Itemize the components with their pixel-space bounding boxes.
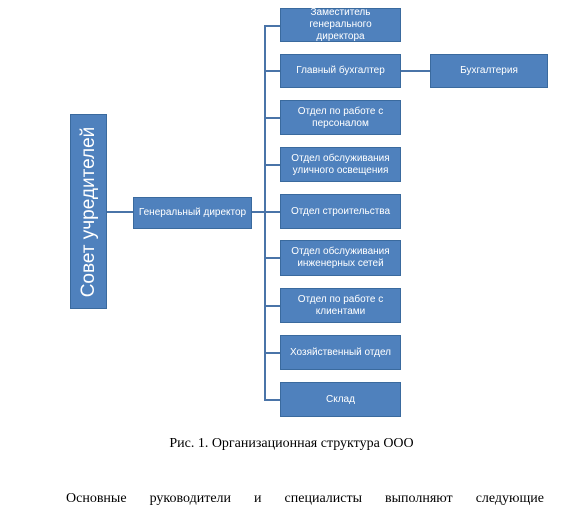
figure-caption: Рис. 1. Организационная структура ООО bbox=[169, 436, 414, 451]
connector-director-trunk bbox=[252, 211, 265, 213]
connector-branch-4 bbox=[264, 211, 280, 213]
connector-branch-5 bbox=[264, 257, 280, 259]
street-lighting-department-box: Отдел обслуживания уличного освещения bbox=[280, 147, 401, 182]
hr-department-box: Отдел по работе с персоналом bbox=[280, 100, 401, 135]
accounting-box: Бухгалтерия bbox=[430, 54, 548, 88]
connector-branch-6 bbox=[264, 305, 280, 307]
household-department-box: Хозяйственный отдел bbox=[280, 335, 401, 370]
connector-founders-director bbox=[107, 211, 133, 213]
founders-council-label: Совет учредителей bbox=[77, 126, 99, 297]
engineering-networks-department-box: Отдел обслуживания инженерных сетей bbox=[280, 240, 401, 276]
body-paragraph: Основные руководители и специалисты выпо… bbox=[66, 491, 544, 506]
connector-branch-7 bbox=[264, 352, 280, 354]
warehouse-box: Склад bbox=[280, 382, 401, 417]
connector-branch-1 bbox=[264, 70, 280, 72]
general-director-box: Генеральный директор bbox=[133, 197, 252, 229]
founders-council-box: Совет учредителей bbox=[70, 114, 107, 309]
client-department-box: Отдел по работе с клиентами bbox=[280, 288, 401, 323]
connector-branch-3 bbox=[264, 164, 280, 166]
connector-branch-2 bbox=[264, 117, 280, 119]
construction-department-box: Отдел строительства bbox=[280, 194, 401, 229]
connector-branch-0 bbox=[264, 25, 280, 27]
connector-accountant-accounting bbox=[400, 70, 430, 72]
connector-branch-8 bbox=[264, 399, 280, 401]
chief-accountant-box: Главный бухгалтер bbox=[280, 54, 401, 88]
deputy-director-box: Заместитель генерального директора bbox=[280, 7, 401, 42]
